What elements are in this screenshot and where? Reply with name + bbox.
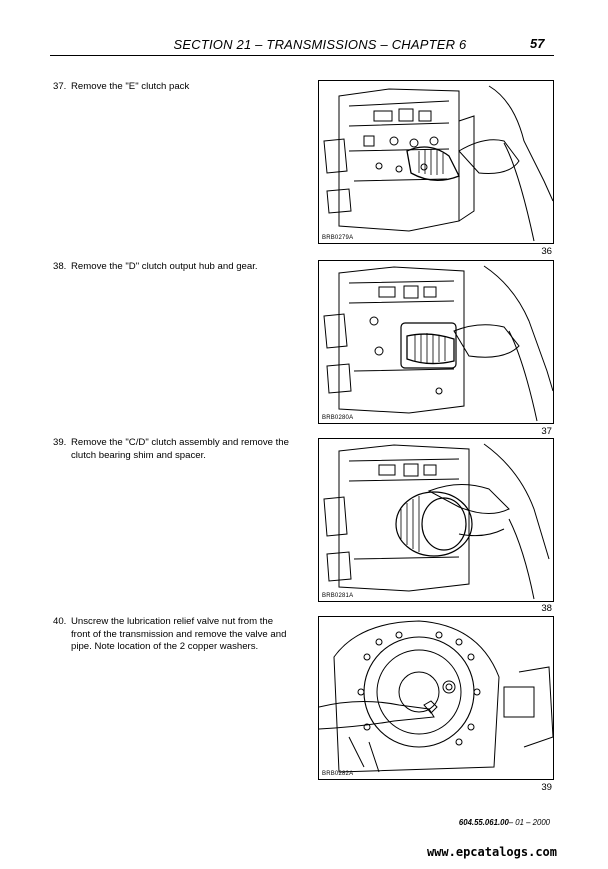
transmission-housing-drawing — [323, 265, 553, 422]
figure-code: BRB0279A — [322, 235, 354, 241]
step-text: Remove the "C/D" clutch assembly and rem… — [71, 437, 289, 461]
step-text: Remove the "D" clutch output hub and gea… — [71, 261, 258, 272]
step-40: 40. Unscrew the lubrication relief valve… — [53, 616, 293, 654]
transmission-housing-drawing — [323, 85, 553, 242]
figure-code: BRB0282A — [322, 771, 354, 777]
figure-37-illustration: BRB0280A — [318, 260, 554, 424]
page-number: 57 — [530, 36, 545, 51]
figure-38-illustration: BRB0281A — [318, 438, 554, 602]
document-number: 604.55.061.00 — [458, 818, 509, 827]
figure-number: 37 — [541, 426, 552, 437]
figure-number: 38 — [541, 603, 552, 614]
step-number: 38. — [53, 261, 67, 272]
watermark-url[interactable]: www.epcatalogs.com — [426, 845, 557, 859]
header-rule — [50, 55, 554, 56]
transmission-housing-drawing — [323, 443, 550, 600]
figure-39-illustration: BRB0282A — [318, 616, 554, 780]
figure-36-illustration: BRB0279A — [318, 80, 554, 244]
step-39: 39. Remove the "C/D" clutch assembly and… — [53, 437, 293, 462]
document-code: 604.55.061.00– 01 – 2000 — [300, 818, 550, 827]
figure-code: BRB0281A — [322, 593, 354, 599]
step-text: Remove the "E" clutch pack — [71, 81, 190, 92]
step-37: 37. Remove the "E" clutch pack — [53, 81, 293, 94]
figure-code: BRB0280A — [322, 415, 354, 421]
figure-number: 36 — [541, 246, 552, 257]
step-number: 39. — [53, 437, 67, 448]
step-number: 40. — [53, 616, 67, 627]
document-date: – 01 – 2000 — [508, 818, 550, 827]
step-number: 37. — [53, 81, 67, 92]
section-title: SECTION 21 – TRANSMISSIONS – CHAPTER 6 — [173, 37, 467, 52]
figure-number: 39 — [541, 782, 552, 793]
step-38: 38. Remove the "D" clutch output hub and… — [53, 261, 293, 274]
transmission-front-drawing — [319, 620, 553, 773]
step-text: Unscrew the lubrication relief valve nut… — [71, 616, 287, 652]
